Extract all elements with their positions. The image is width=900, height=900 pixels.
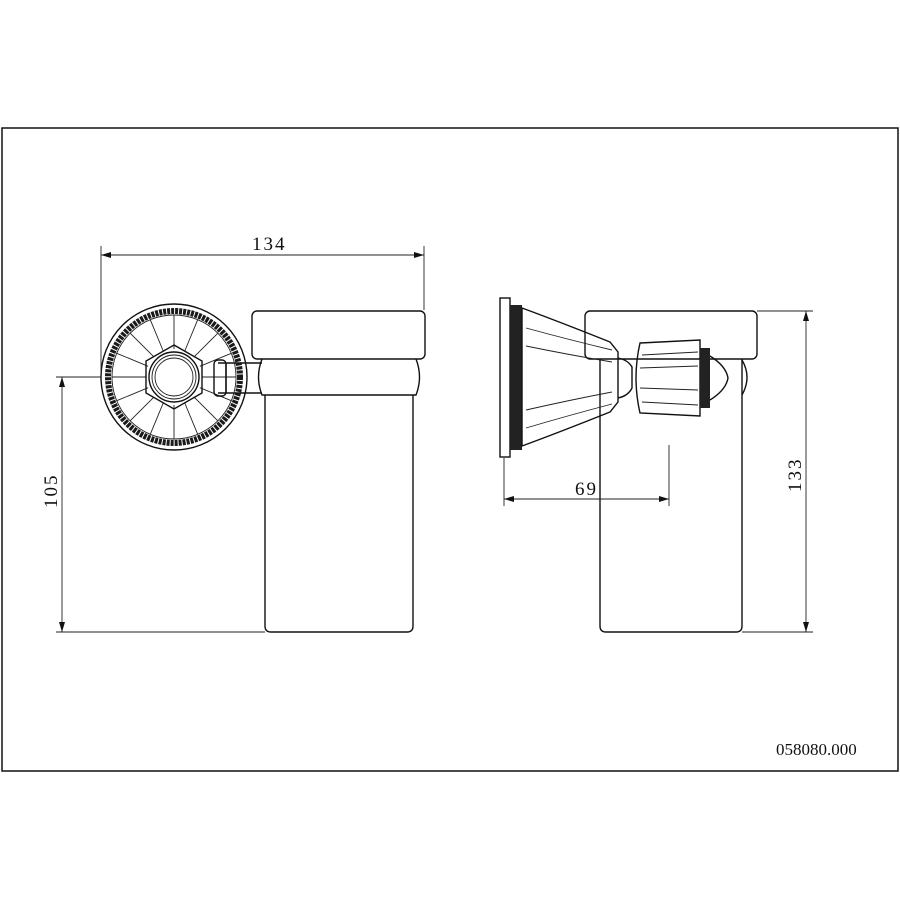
hex-nut: [145, 344, 203, 410]
rosette-spoke: [193, 396, 219, 422]
rosette-spoke: [184, 319, 199, 352]
neck: [617, 357, 633, 399]
side-cup-rim: [584, 310, 758, 360]
dimension-overall-height: 133: [742, 310, 813, 633]
knob-ring: [700, 348, 710, 408]
side-cup-body: [599, 359, 743, 633]
cup-body: [264, 395, 414, 633]
rosette-spoke: [199, 352, 232, 367]
rosette-spoke: [129, 332, 155, 358]
rosette-spoke: [149, 319, 164, 352]
rosette-spokes: [112, 315, 236, 439]
flared-base: [521, 306, 619, 448]
rosette-spoke: [116, 352, 149, 367]
rosette-band: [105, 308, 243, 446]
dimension-134-label: 134: [252, 234, 287, 255]
rosette-spoke: [129, 396, 155, 422]
rosette-spoke: [116, 387, 149, 402]
dimension-overall-width: 134: [100, 234, 425, 372]
cup-rim: [251, 310, 426, 360]
arm-collar: [213, 359, 227, 397]
cup-holder-ring: [257, 358, 421, 396]
dimension-mount-height: 105: [41, 376, 265, 633]
dimension-projection: 69: [503, 445, 670, 506]
wall-plate-band: [510, 305, 522, 450]
part-number: 058080.000: [776, 740, 857, 759]
knob: [635, 339, 701, 417]
rosette-spoke: [149, 402, 164, 435]
wall-plate: [499, 297, 511, 458]
rosette-spoke: [184, 402, 199, 435]
side-view: [499, 297, 758, 633]
rosette-spoke: [193, 332, 219, 358]
front-view: [100, 303, 426, 633]
dimension-69-label: 69: [575, 479, 598, 500]
dimension-105-label: 105: [41, 474, 62, 509]
rosette-spoke: [199, 387, 232, 402]
dimension-133-label: 133: [785, 458, 806, 493]
drawing-frame: [1, 127, 899, 772]
knob-cap: [709, 355, 729, 401]
